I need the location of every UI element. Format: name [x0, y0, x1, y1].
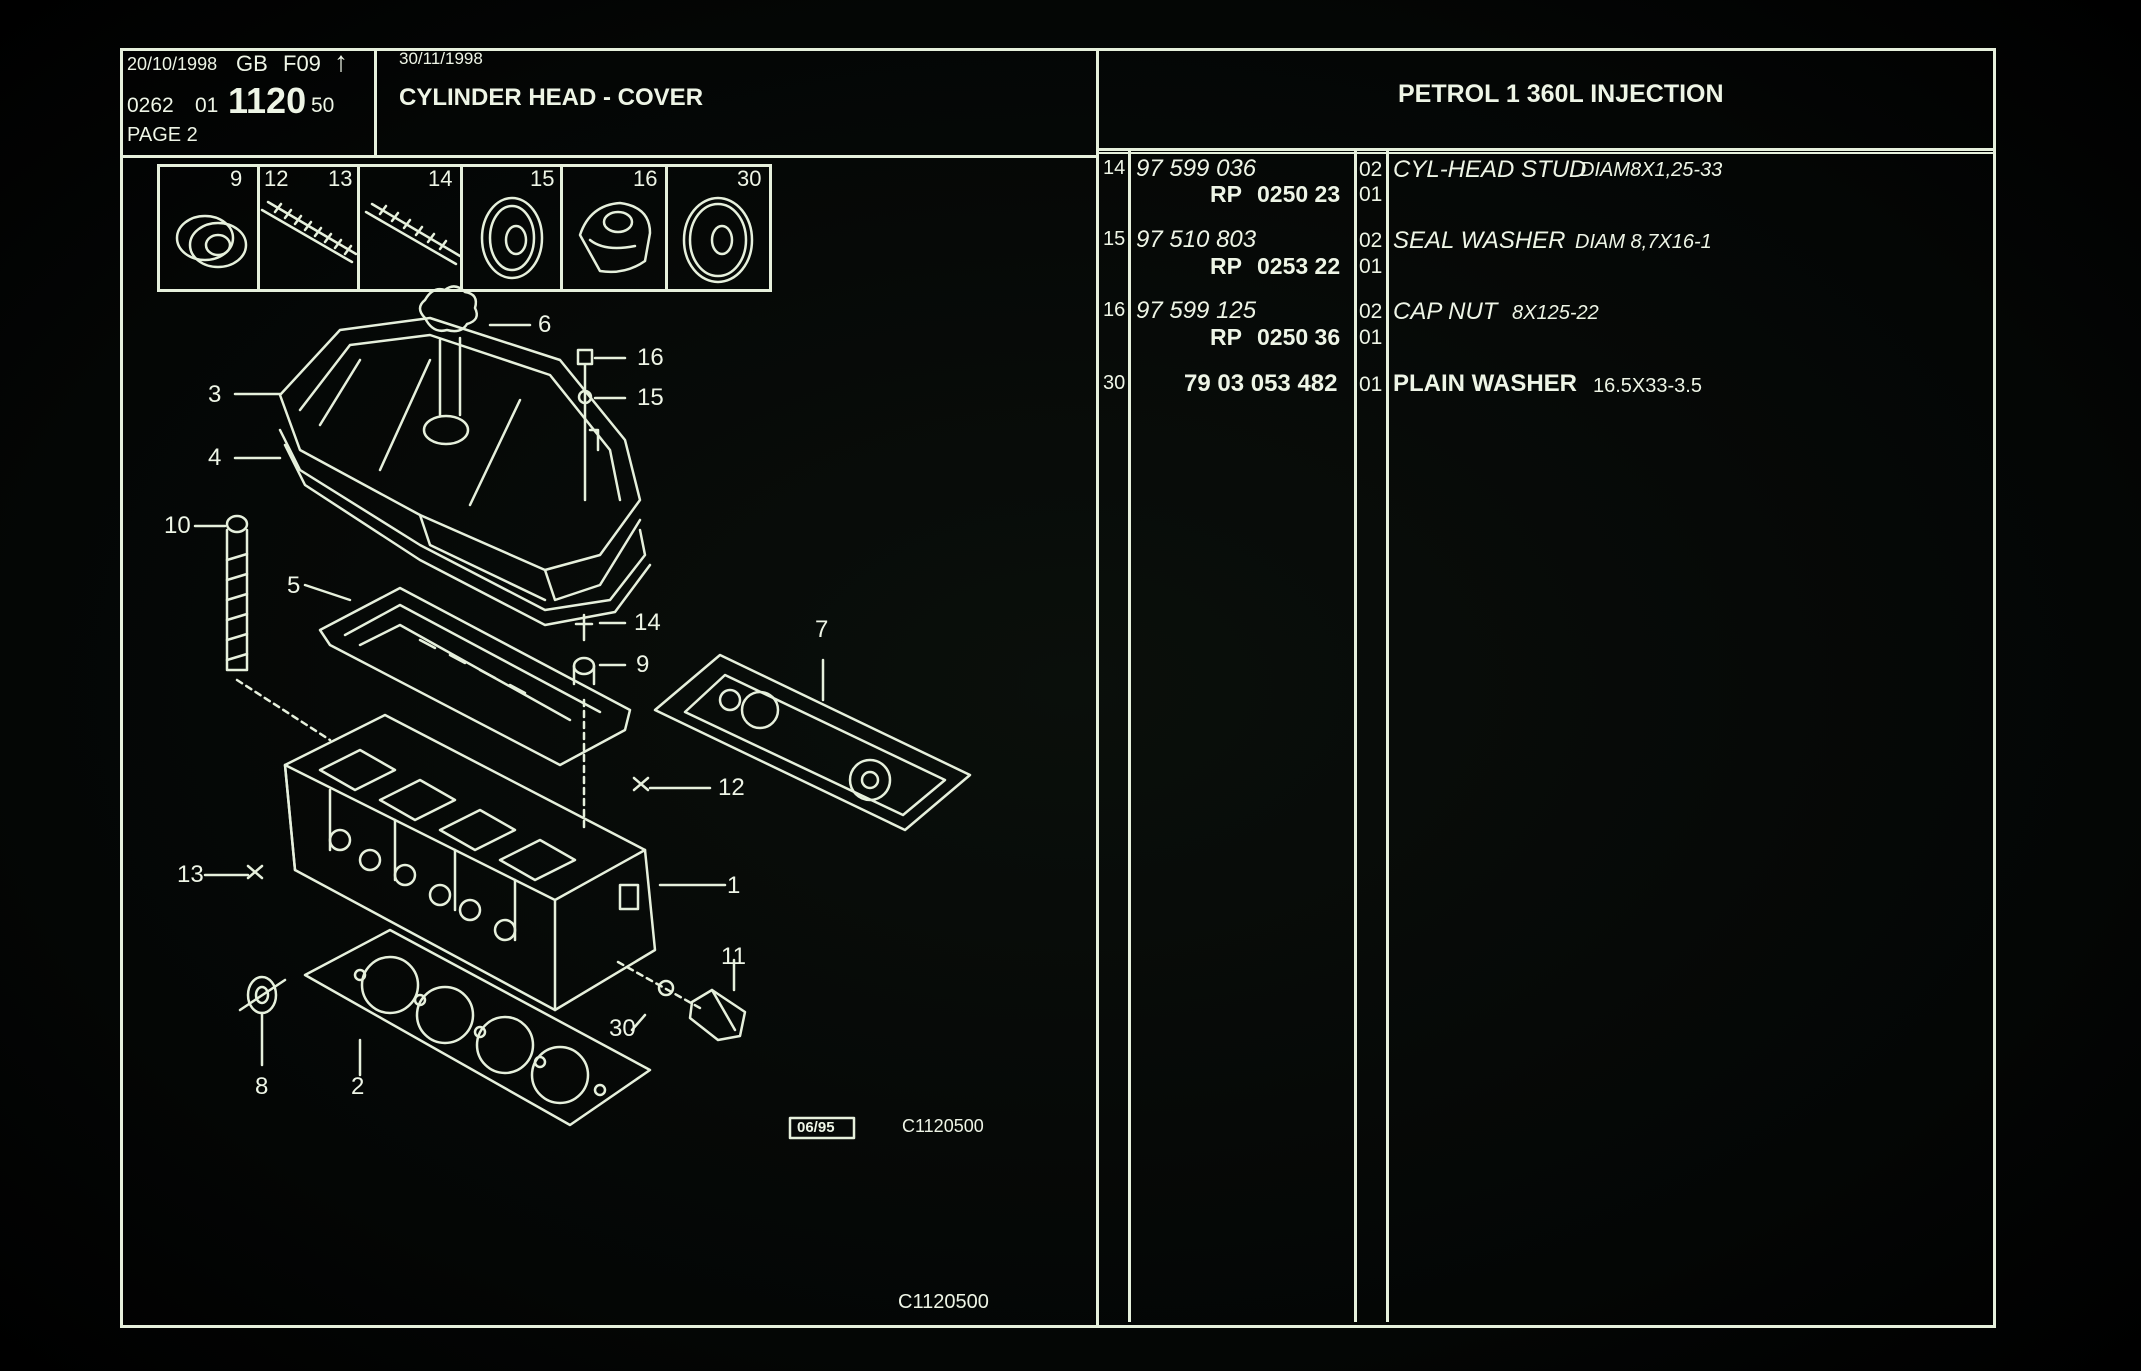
- sheet-reference: C1120500: [898, 1291, 989, 1313]
- rocker-cover: [278, 316, 642, 602]
- header-code: F09: [283, 51, 321, 76]
- rp-label: RP: [1210, 324, 1242, 350]
- cap-icon: [175, 214, 248, 269]
- rp-label: RP: [1210, 253, 1242, 279]
- callout-2: 2: [351, 1073, 365, 1100]
- callout-12: 12: [718, 774, 745, 801]
- part-description: PLAIN WASHER: [1393, 370, 1578, 397]
- header-date: 20/10/1998: [127, 54, 218, 74]
- header-ref-c: 50: [311, 94, 335, 117]
- callout-6: 6: [538, 311, 552, 338]
- callout-3: 3: [208, 381, 222, 408]
- thumb-label-12: 12: [264, 166, 289, 191]
- thumb-label-9: 9: [230, 166, 243, 191]
- callout-1: 1: [727, 872, 741, 899]
- item-number: 16: [1103, 299, 1126, 321]
- callout-30: 30: [609, 1015, 636, 1042]
- cover-gasket: [653, 653, 972, 832]
- seal-washer-icon: [480, 196, 544, 280]
- part-description: CYL-HEAD STUD: [1393, 156, 1587, 183]
- long-bolt: [225, 514, 332, 742]
- parts-sheet-frame: [120, 48, 1996, 1328]
- rp-code: 0250 36: [1257, 324, 1341, 350]
- part-spec: 16.5X33-3.5: [1593, 375, 1702, 397]
- quantity: 02: [1359, 300, 1383, 323]
- callout-5: 5: [287, 572, 301, 599]
- part-number: 97 599 125: [1136, 297, 1257, 324]
- callout-11: 11: [721, 943, 746, 970]
- callout-14: 14: [634, 609, 661, 636]
- part-number: 79 03 053 482: [1184, 370, 1338, 397]
- callout-7: 7: [815, 616, 829, 643]
- diagram-stamp: 06/95: [797, 1119, 835, 1136]
- header-page: PAGE 2: [127, 124, 198, 146]
- item-number: 14: [1103, 157, 1126, 179]
- quantity: 02: [1359, 158, 1383, 181]
- oil-cap: [418, 285, 478, 417]
- header-language: GB: [236, 51, 268, 76]
- thumb-label-13: 13: [328, 166, 353, 191]
- plain-washer-icon: [682, 196, 754, 284]
- cap-nut-icon: [578, 201, 652, 274]
- table-col-1: [1128, 150, 1131, 1322]
- quantity-2: 01: [1359, 255, 1383, 278]
- arrow-up-icon: ↑: [334, 46, 348, 77]
- table-col-3: [1386, 150, 1389, 1322]
- header-rule-right-2: [1096, 152, 1996, 154]
- part-spec: 8X125-22: [1512, 302, 1599, 324]
- part-spec: DIAM 8,7X16-1: [1575, 231, 1712, 253]
- header-ref-main: 1120: [228, 80, 307, 121]
- stud-icon: [364, 202, 462, 266]
- rp-label: RP: [1210, 181, 1242, 207]
- quantity: 01: [1359, 373, 1383, 396]
- page-title: CYLINDER HEAD - COVER: [399, 84, 704, 111]
- header-ref-b: 01: [195, 94, 219, 117]
- part-spec: DIAM8X1,25-33: [1580, 159, 1723, 181]
- rp-code: 0253 22: [1257, 253, 1341, 279]
- engine-title: PETROL 1 360L INJECTION: [1398, 80, 1724, 108]
- part-number: 97 510 803: [1136, 226, 1257, 253]
- part-description: CAP NUT: [1393, 298, 1498, 325]
- rp-code: 0250 23: [1257, 181, 1341, 207]
- thumb-label-14: 14: [428, 166, 453, 191]
- table-col-2: [1354, 150, 1357, 1322]
- callout-9: 9: [636, 651, 650, 678]
- quantity: 02: [1359, 229, 1383, 252]
- stud-icon: [260, 200, 358, 264]
- diagram-reference: C1120500: [902, 1116, 984, 1136]
- callout-15: 15: [637, 384, 664, 411]
- thumb-label-15: 15: [530, 166, 555, 191]
- header-ref-a: 0262: [127, 94, 174, 117]
- thumb-label-30: 30: [737, 166, 762, 191]
- item-number: 30: [1103, 372, 1126, 394]
- baffle-plate: [318, 586, 632, 767]
- header-rule-right: [1096, 148, 1996, 151]
- callout-13: 13: [177, 861, 204, 888]
- part-number: 97 599 036: [1136, 155, 1257, 182]
- cylinder-head: [283, 713, 657, 1012]
- part-description: SEAL WASHER: [1393, 227, 1566, 254]
- header-date-2: 30/11/1998: [399, 49, 483, 68]
- header-rule-left: [120, 155, 1097, 158]
- head-gasket: [303, 928, 652, 1127]
- vertical-divider: [1096, 48, 1099, 1328]
- quantity-2: 01: [1359, 183, 1383, 206]
- item-number: 15: [1103, 228, 1126, 250]
- callout-16: 16: [637, 344, 664, 371]
- thumb-label-16: 16: [633, 166, 658, 191]
- quantity-2: 01: [1359, 326, 1383, 349]
- callout-10: 10: [164, 512, 191, 539]
- callout-8: 8: [255, 1073, 269, 1100]
- header-box-divider: [374, 48, 377, 156]
- callout-4: 4: [208, 444, 222, 471]
- rocker-gasket: [278, 428, 652, 627]
